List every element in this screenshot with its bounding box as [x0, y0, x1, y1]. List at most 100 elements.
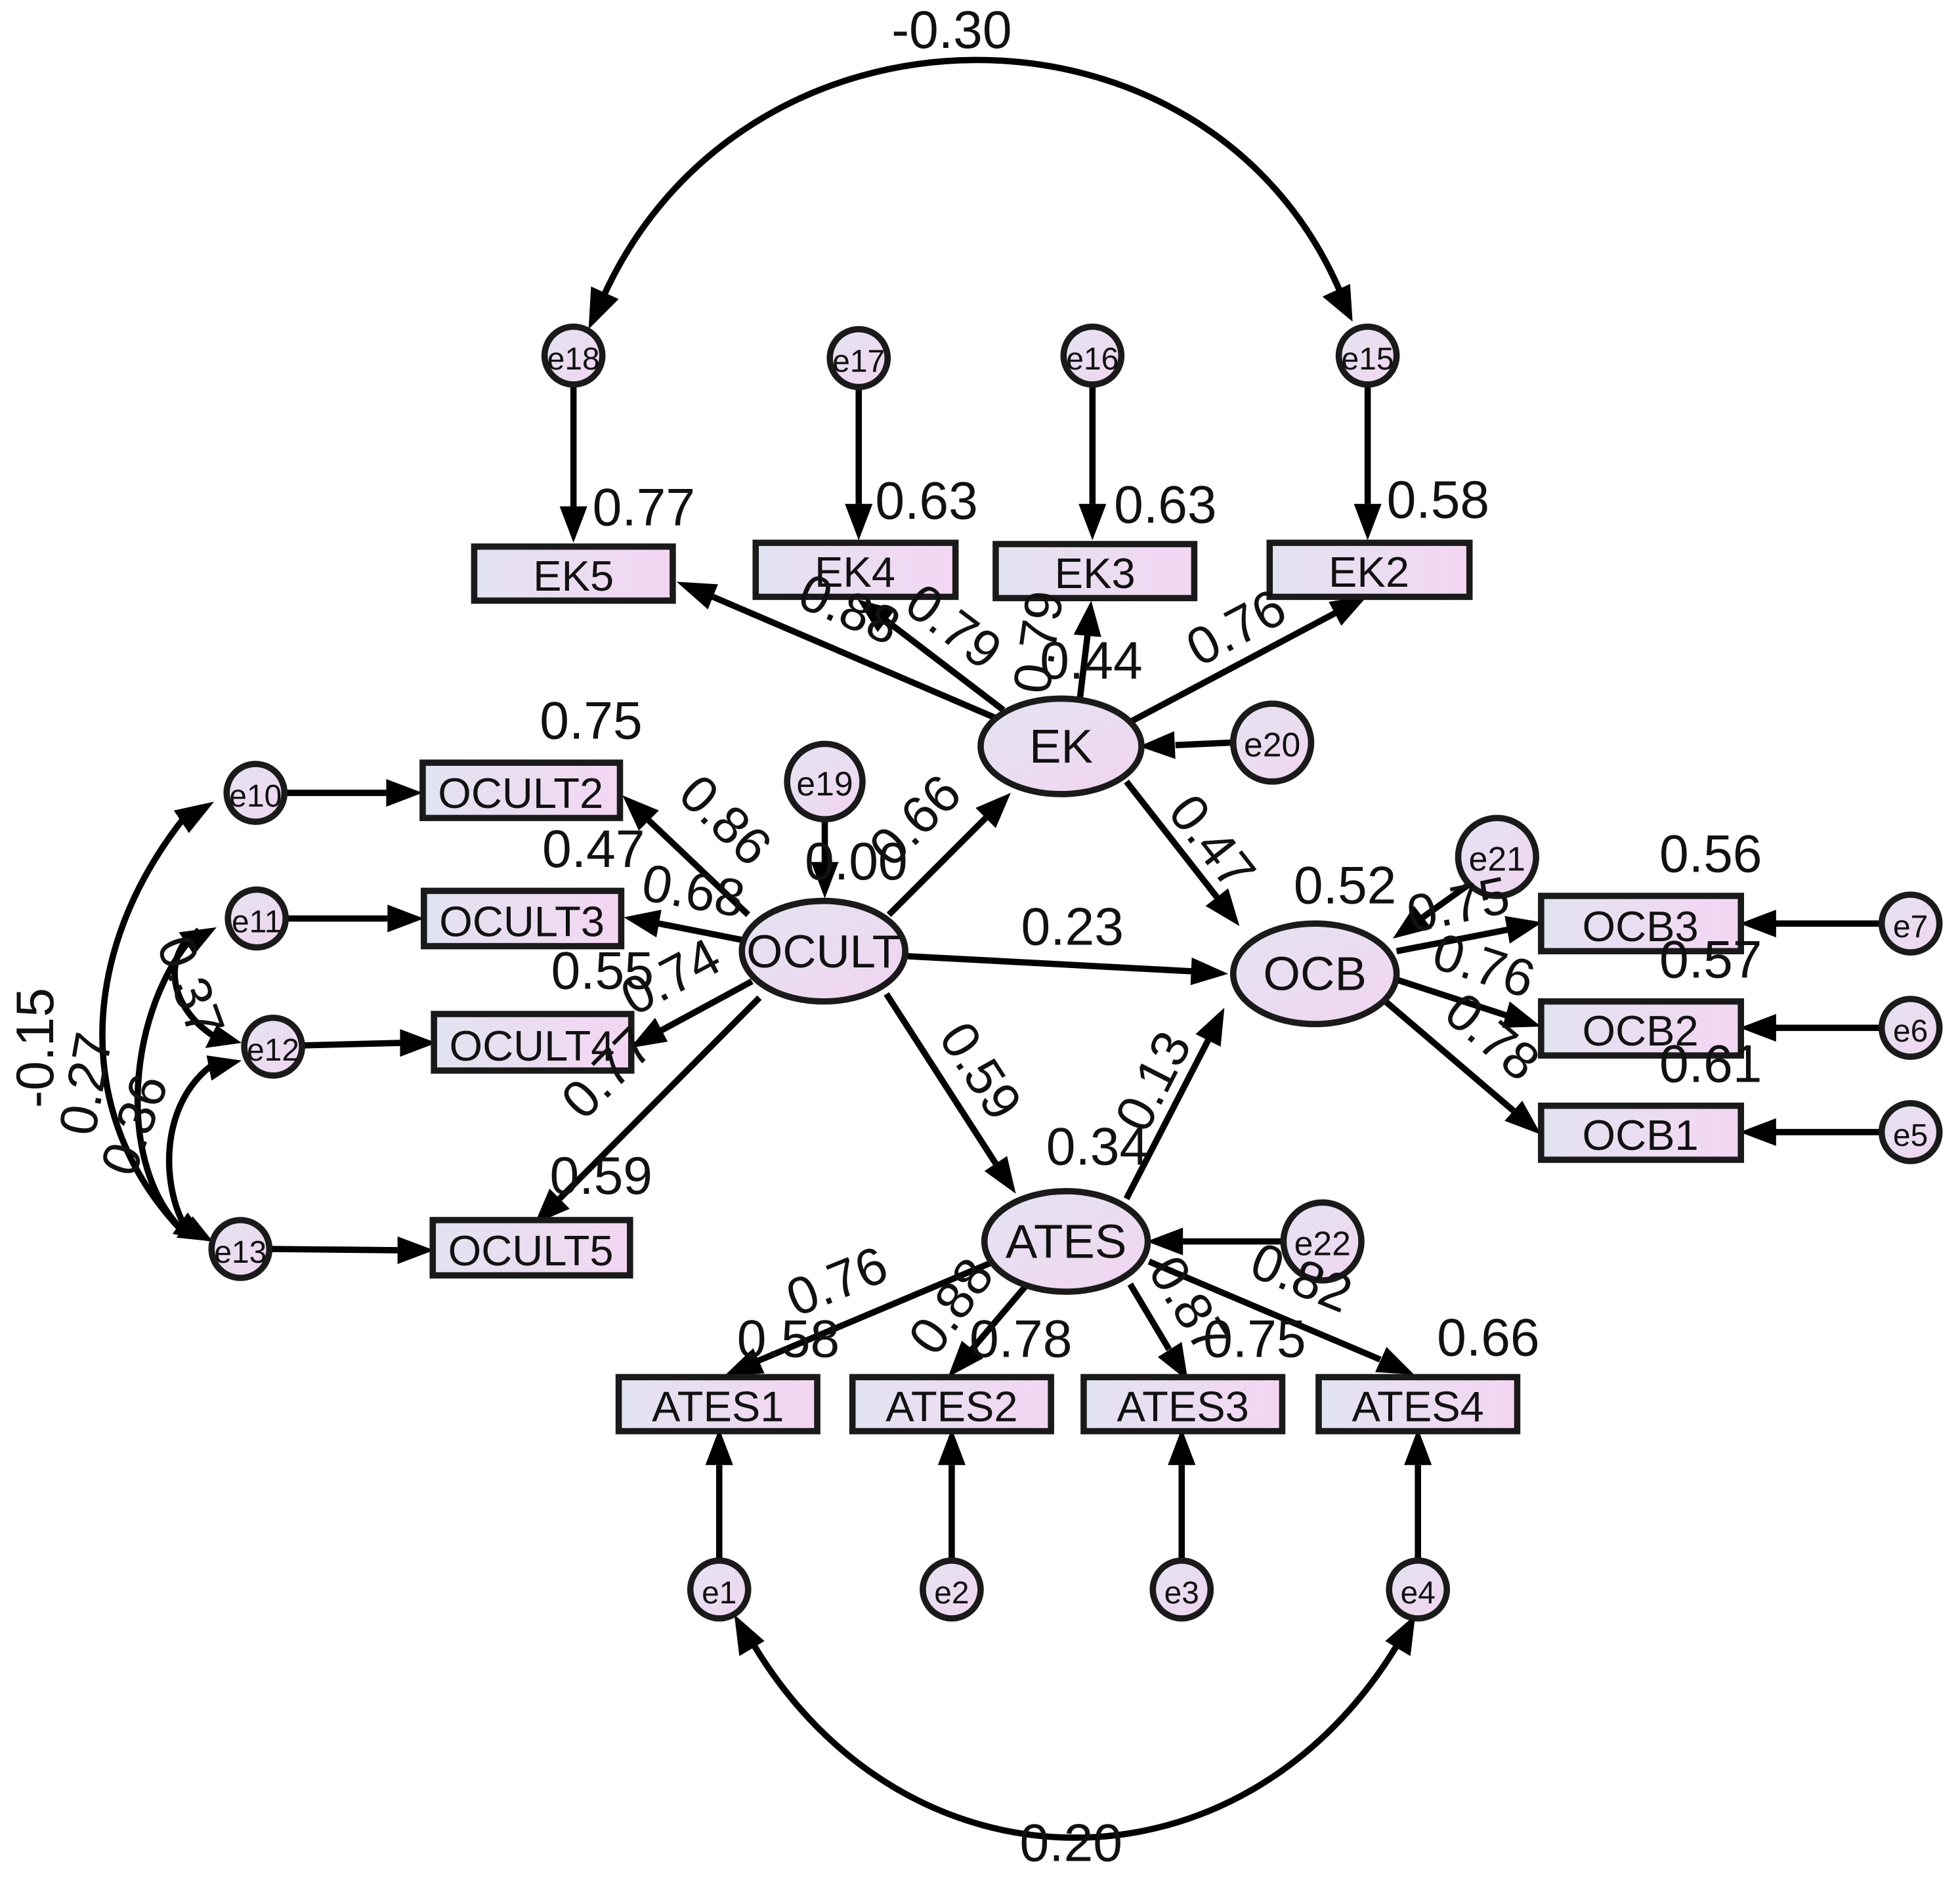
r2-OCULT5: 0.59 — [550, 1147, 652, 1206]
error-label: e22 — [1294, 1225, 1351, 1263]
circle — [1878, 996, 1943, 1060]
arrowhead — [1322, 284, 1353, 322]
arrowhead — [1195, 1007, 1225, 1047]
path-OCULT-OCB: 0.23 — [1021, 898, 1123, 957]
arrowhead — [1404, 1428, 1432, 1466]
arrowhead — [1502, 1001, 1541, 1028]
r2-OCULT2: 0.75 — [540, 692, 642, 751]
error-label: e1 — [702, 1576, 736, 1611]
r2-ATES4: 0.66 — [1437, 1309, 1539, 1368]
r2-OCULT3: 0.47 — [542, 820, 645, 879]
node-EK3: EK3 — [992, 541, 1198, 602]
observed-variables: EK5 EK4 EK3 EK2 OCULT2 OCULT3 OCULT4 O — [419, 539, 1745, 1435]
error-label: e3 — [1164, 1576, 1199, 1611]
error-label: e16 — [1066, 342, 1118, 377]
error-e16: e16 — [1060, 323, 1125, 388]
arrowhead — [1504, 916, 1543, 944]
node-OCB2: OCB2 — [1538, 998, 1745, 1059]
edge-OCULT-OCULT3 — [658, 920, 743, 943]
node-EK2: EK2 — [1266, 539, 1473, 601]
error-label: e5 — [1893, 1118, 1928, 1153]
node-ATES1: ATES1 — [615, 1374, 820, 1435]
edge-EK-OCB — [1124, 779, 1220, 899]
circle — [224, 886, 289, 951]
error-e20: e20 — [1229, 700, 1315, 785]
error-e21: e21 — [1455, 814, 1539, 899]
error-e13: e13 — [208, 1217, 273, 1281]
arrowhead — [975, 793, 1011, 828]
box — [1538, 893, 1745, 955]
arrowhead — [1073, 601, 1101, 637]
error-e22: e22 — [1280, 1199, 1365, 1284]
error-e5: e5 — [1878, 1100, 1943, 1164]
arrowhead — [173, 801, 215, 834]
node-label: OCULT2 — [438, 769, 603, 817]
circle — [241, 1014, 305, 1079]
error-label: e13 — [214, 1235, 266, 1270]
error-e18: e18 — [541, 323, 606, 388]
arrowhead — [1329, 595, 1368, 626]
cov-e10-e13 — [99, 816, 186, 1231]
error-e19: e19 — [784, 740, 866, 823]
error-label: e19 — [796, 765, 853, 803]
arrowheads — [172, 284, 1776, 1657]
node-OCULT4: OCULT4 — [431, 1011, 635, 1074]
r2-EK4: 0.63 — [875, 472, 977, 531]
error-label: e10 — [229, 779, 282, 814]
node-label: OCULT5 — [448, 1227, 614, 1275]
edge-e20-EK — [1175, 739, 1233, 749]
box — [431, 1011, 635, 1074]
node-EK4: EK4 — [752, 539, 959, 601]
r2-OCB1: 0.61 — [1659, 1034, 1762, 1093]
box — [421, 887, 625, 950]
arrowhead — [387, 904, 424, 933]
arrowhead — [857, 599, 895, 632]
error-e12: e12 — [241, 1014, 305, 1079]
node-OCULT2: OCULT2 — [419, 759, 624, 822]
node-label: OCB2 — [1582, 1007, 1698, 1055]
error-label: e15 — [1342, 342, 1394, 377]
edge-OCULT-OCB — [907, 953, 1192, 975]
circle — [687, 1557, 752, 1622]
error-label: e12 — [247, 1033, 299, 1068]
node-label: EK4 — [815, 548, 895, 596]
edges — [99, 56, 1882, 1841]
error-e15: e15 — [1335, 323, 1400, 388]
node-label: ATES1 — [652, 1382, 784, 1430]
node-label: ATES3 — [1117, 1382, 1249, 1430]
arrowhead — [984, 1156, 1016, 1194]
edge-e13-OCULT5 — [269, 1246, 398, 1254]
edge-EK-EK5 — [712, 593, 996, 721]
box — [992, 541, 1198, 602]
edge-OCULT-ATES — [884, 992, 998, 1166]
circle — [1335, 323, 1400, 388]
node-OCULT5: OCULT5 — [429, 1217, 633, 1279]
latent-OCB: OCB — [1229, 920, 1400, 1028]
arrowhead — [1157, 1342, 1188, 1382]
arrowhead — [1739, 910, 1776, 938]
error-e10: e10 — [223, 761, 288, 825]
node-label: EK3 — [1055, 549, 1136, 597]
circle — [1878, 891, 1943, 956]
error-label: e11 — [232, 905, 282, 940]
arrowhead — [1375, 1347, 1415, 1375]
arrowhead — [588, 286, 619, 329]
circle — [1386, 1557, 1451, 1622]
edge-EK-EK4 — [884, 618, 1006, 713]
node-ATES4: ATES4 — [1315, 1374, 1521, 1435]
circle — [1229, 700, 1315, 785]
arrowhead — [1504, 1101, 1541, 1135]
r2-EK: 0.44 — [1040, 631, 1142, 690]
circle — [1149, 1557, 1214, 1622]
cov-e18-e15 — [598, 56, 1343, 303]
cov-value-e1-e4: 0.20 — [1020, 1813, 1122, 1872]
box — [1080, 1374, 1286, 1435]
circle — [1280, 1199, 1365, 1284]
node-label: OCULT3 — [439, 897, 605, 945]
edge-e12-OCULT4 — [302, 1040, 400, 1049]
arrowhead — [1205, 888, 1240, 926]
error-label: e21 — [1469, 840, 1525, 878]
node-OCB1: OCB1 — [1538, 1102, 1745, 1163]
edge-ATES-OCB — [1123, 1039, 1211, 1200]
arrowhead — [1146, 1227, 1183, 1256]
